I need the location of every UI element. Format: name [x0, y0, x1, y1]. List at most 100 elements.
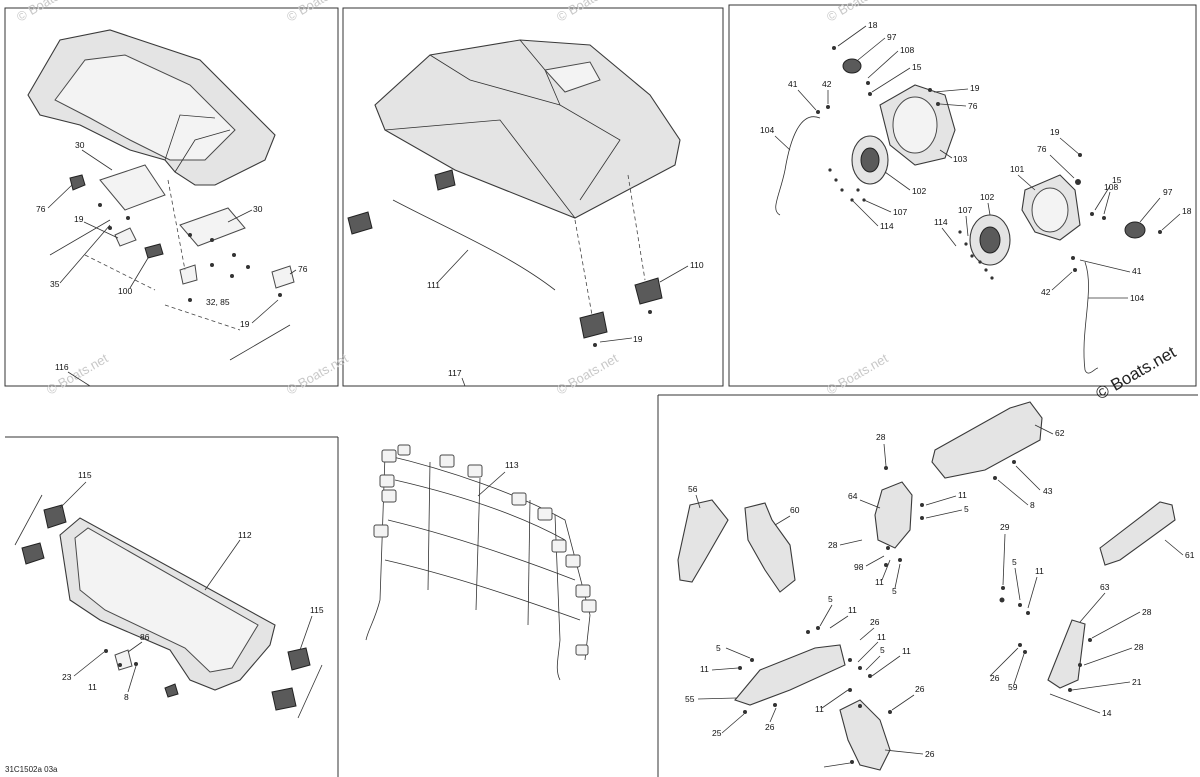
svg-text:© Boats.net: © Boats.net: [554, 350, 621, 397]
callout-32-85: 32, 85: [206, 297, 230, 307]
callout-15-a: 15: [912, 62, 922, 72]
svg-text:© Boats.net: © Boats.net: [14, 0, 81, 25]
callout-28-d: 28: [1134, 642, 1144, 652]
callout-11-h: 11: [815, 704, 824, 714]
callout-108-b: 108: [1104, 182, 1118, 192]
assembly-label-117: 117: [448, 368, 462, 378]
callout-5-c: 5: [1012, 557, 1017, 567]
callout-114-b: 114: [934, 217, 948, 227]
callout-97-b: 97: [1163, 187, 1173, 197]
callout-97-a: 97: [887, 32, 897, 42]
callout-76-left: 76: [36, 204, 46, 214]
callout-5-b: 5: [892, 586, 897, 596]
callout-26-a: 26: [870, 617, 880, 627]
panel-trim: 28 62 56 60 64 11 5 43 8 28 29 61 98 11 …: [677, 401, 1195, 771]
callout-76-b: 76: [1037, 144, 1047, 154]
callout-104-b: 104: [1130, 293, 1144, 303]
callout-42-b: 42: [1041, 287, 1051, 297]
callout-5-f: 5: [880, 645, 885, 655]
callout-61: 61: [1185, 550, 1195, 560]
callout-19-left: 19: [74, 214, 84, 224]
brand-watermark: © Boats.net: [1093, 342, 1180, 403]
callout-11-f: 11: [902, 646, 911, 656]
callout-11-rear: 11: [88, 682, 97, 692]
callout-76-right: 76: [298, 264, 308, 274]
callout-43: 43: [1043, 486, 1053, 496]
svg-text:© Boats.net: © Boats.net: [284, 0, 351, 25]
panel-rear-window: 115 112 86 23 11 8 115: [14, 470, 324, 719]
callout-19-right: 19: [240, 319, 250, 329]
callout-15-b: 15: [1112, 175, 1122, 185]
svg-text:© Boats.net: © Boats.net: [284, 350, 351, 397]
callout-8-rear: 8: [124, 692, 129, 702]
callout-21: 21: [1132, 677, 1142, 687]
callout-86: 86: [140, 632, 150, 642]
callout-26-b: 26: [915, 684, 925, 694]
callout-8-trim: 8: [1030, 500, 1035, 510]
callout-11-c: 11: [1035, 566, 1044, 576]
callout-28-b: 28: [828, 540, 838, 550]
callout-28-a: 28: [876, 432, 886, 442]
callout-23: 23: [62, 672, 72, 682]
assembly-label-116: 116: [55, 362, 69, 372]
callout-56: 56: [688, 484, 698, 494]
callout-60: 60: [790, 505, 800, 515]
callout-101: 101: [1010, 164, 1024, 174]
callout-35: 35: [50, 279, 60, 289]
callout-14: 14: [1102, 708, 1112, 718]
panel-audio: 18 97 108 15 19 41 42 76 104 103 102 107…: [760, 20, 1192, 374]
callout-5-e: 5: [716, 643, 721, 653]
callout-18-a: 18: [868, 20, 878, 30]
callout-19-roofb: 19: [633, 334, 643, 344]
callout-102-a: 102: [912, 186, 926, 196]
callout-5-g: 26: [990, 673, 1000, 683]
svg-text:© Boats.net: © Boats.net: [554, 0, 621, 25]
callout-114-a: 114: [880, 221, 894, 231]
callout-76-a: 76: [968, 101, 978, 111]
callout-18-b: 18: [1182, 206, 1192, 216]
callout-102-b: 102: [980, 192, 994, 202]
callout-11-e: 11: [877, 632, 886, 642]
callout-59: 26: [925, 749, 935, 759]
callout-19-a: 19: [970, 83, 980, 93]
callout-42-a: 42: [822, 79, 832, 89]
panel-rear-net: 113: [365, 444, 597, 681]
callout-26-c: 26: [765, 722, 775, 732]
svg-text:© Boats.net: © Boats.net: [824, 0, 891, 25]
callout-30-right: 30: [253, 204, 263, 214]
callout-115-bottom: 115: [310, 605, 324, 615]
panel-roof-b: 111 110 19 117: [347, 39, 704, 387]
callout-11-i: 59: [1008, 682, 1018, 692]
callout-11-d: 11: [848, 605, 857, 615]
callout-107-a: 107: [893, 207, 907, 217]
callout-11-a: 11: [958, 490, 967, 500]
callout-112: 112: [238, 530, 252, 540]
callout-25: 25: [712, 728, 722, 738]
panel-roof-a: 30 76 19 30 35 100 32, 85 76 19 116: [27, 29, 308, 387]
callout-29: 29: [1000, 522, 1010, 532]
callout-64: 64: [848, 491, 858, 501]
callout-28-c: 28: [1142, 607, 1152, 617]
callout-41-a: 41: [788, 79, 798, 89]
callout-104-a: 104: [760, 125, 774, 135]
callout-41-b: 41: [1132, 266, 1142, 276]
callout-11-g: 11: [700, 664, 709, 674]
callout-103: 103: [953, 154, 967, 164]
callout-5-d: 5: [828, 594, 833, 604]
callout-98: 98: [854, 562, 864, 572]
svg-text:© Boats.net: © Boats.net: [44, 350, 111, 397]
callout-63: 63: [1100, 582, 1110, 592]
callout-62: 62: [1055, 428, 1065, 438]
callout-55: 55: [685, 694, 695, 704]
callout-5-a: 5: [964, 504, 969, 514]
callout-19-b: 19: [1050, 127, 1060, 137]
callout-11-b: 11: [875, 577, 884, 587]
callout-108-a: 108: [900, 45, 914, 55]
svg-text:© Boats.net: © Boats.net: [824, 350, 891, 397]
callout-110: 110: [690, 260, 704, 270]
callout-115-top: 115: [78, 470, 92, 480]
callout-107-b: 107: [958, 205, 972, 215]
callout-100: 100: [118, 286, 132, 296]
panel-frames: [4, 4, 1198, 777]
